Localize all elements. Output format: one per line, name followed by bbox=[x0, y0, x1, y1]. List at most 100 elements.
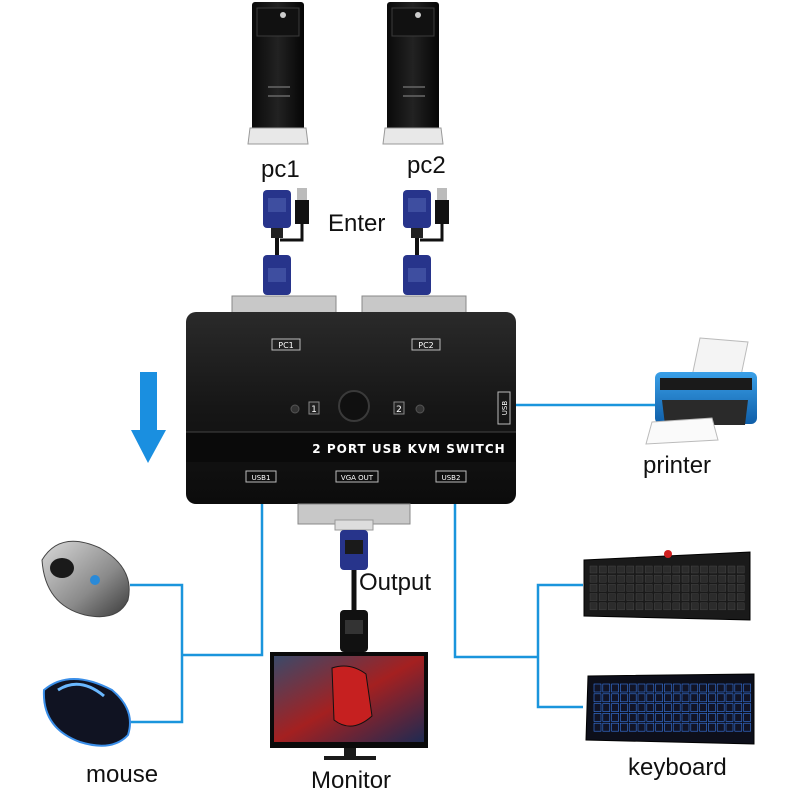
mouse-branch-line bbox=[130, 583, 184, 724]
keyboard-key bbox=[727, 565, 736, 574]
label-output: Output bbox=[359, 569, 432, 596]
mouse-bus-line bbox=[182, 500, 264, 657]
keyboard-key bbox=[617, 574, 625, 583]
led-2 bbox=[415, 404, 425, 414]
keyboard-key bbox=[690, 722, 699, 732]
monitor-icon bbox=[270, 652, 428, 760]
keyboard-key bbox=[655, 683, 663, 693]
keyboard-key bbox=[663, 602, 671, 611]
label-mouse: mouse bbox=[86, 761, 159, 788]
keyboard-key bbox=[644, 574, 653, 583]
keyboard-icon bbox=[583, 550, 751, 621]
keyboard-key bbox=[690, 703, 699, 712]
keyboard-key bbox=[608, 584, 616, 592]
keyboard-key bbox=[716, 703, 725, 712]
keyboard-key bbox=[628, 683, 637, 693]
keyboard-key bbox=[611, 722, 619, 732]
keyboard-key bbox=[727, 593, 736, 601]
keyboard-key bbox=[681, 693, 690, 703]
keyboard-key bbox=[681, 683, 690, 693]
keyboard-key bbox=[611, 703, 619, 712]
keyboard-key bbox=[736, 565, 745, 574]
usb-connector-icon bbox=[420, 188, 449, 242]
keyboard-key bbox=[708, 703, 716, 712]
keyboard-key bbox=[663, 565, 671, 574]
keyboard-key bbox=[743, 713, 751, 722]
keyboard-key bbox=[635, 584, 644, 592]
keyboard-key bbox=[598, 565, 607, 574]
keyboard-key bbox=[663, 584, 671, 592]
keyboard-key bbox=[734, 703, 743, 712]
keyboard-key bbox=[727, 602, 736, 611]
keyboard-key bbox=[602, 683, 611, 693]
keyboard-key bbox=[628, 722, 637, 732]
keyboard-key bbox=[617, 593, 625, 601]
keyboard-key bbox=[672, 593, 681, 601]
keyboard-key bbox=[690, 713, 699, 722]
keyboard-key bbox=[734, 683, 743, 693]
keyboard-branch-line bbox=[536, 583, 583, 709]
keyboard-key bbox=[626, 602, 635, 611]
keyboard-key bbox=[725, 703, 734, 712]
pc1-tower bbox=[247, 2, 309, 145]
keyboard-key bbox=[699, 703, 707, 712]
keyboard-key bbox=[626, 584, 635, 592]
keyboard-key bbox=[637, 703, 646, 712]
keyboard-key bbox=[690, 574, 699, 583]
keyboard-key bbox=[672, 565, 681, 574]
keyboard-key bbox=[672, 722, 681, 732]
mouse-icon bbox=[41, 540, 130, 618]
keyboard-key bbox=[718, 584, 727, 592]
keyboard-key bbox=[716, 722, 725, 732]
keyboard-key bbox=[655, 703, 663, 712]
keyboard-key bbox=[681, 593, 690, 601]
keyboard-key bbox=[725, 693, 734, 703]
pc2-cable bbox=[403, 188, 449, 295]
keyboard-key bbox=[727, 574, 736, 583]
keyboard-key bbox=[637, 722, 646, 732]
keyboard-key bbox=[681, 703, 690, 712]
keyboard-key bbox=[635, 602, 644, 611]
keyboard-key bbox=[699, 693, 707, 703]
keyboard-key bbox=[690, 683, 699, 693]
keyboard-key bbox=[743, 703, 751, 712]
keyboard-key bbox=[620, 683, 628, 693]
keyboard-key bbox=[611, 693, 619, 703]
keyboard-key bbox=[654, 593, 662, 601]
keyboard-key bbox=[654, 565, 662, 574]
keyboard-key bbox=[589, 593, 598, 601]
mouse-icon bbox=[42, 678, 131, 747]
keyboard-icon bbox=[585, 673, 755, 745]
keyboard-key bbox=[593, 683, 602, 693]
keyboard-key bbox=[700, 565, 708, 574]
keyboard-key bbox=[690, 565, 699, 574]
keyboard-key bbox=[690, 693, 699, 703]
keyboard-key bbox=[699, 713, 707, 722]
keyboard-key bbox=[664, 683, 672, 693]
keyboard-key bbox=[628, 713, 637, 722]
keyboard-key bbox=[718, 593, 727, 601]
keyboard-key bbox=[608, 602, 616, 611]
keyboard-key bbox=[637, 713, 646, 722]
keyboard-key bbox=[608, 574, 616, 583]
switch-button[interactable] bbox=[338, 390, 370, 422]
keyboard-key bbox=[598, 574, 607, 583]
vga-connector-icon bbox=[403, 190, 431, 238]
keyboard-key bbox=[637, 683, 646, 693]
keyboard-key bbox=[664, 713, 672, 722]
printer-icon bbox=[645, 337, 757, 445]
keyboard-key bbox=[654, 574, 662, 583]
keyboard-key bbox=[620, 703, 628, 712]
keyboard-key bbox=[593, 693, 602, 703]
keyboard-key bbox=[709, 565, 717, 574]
keyboard-key bbox=[608, 593, 616, 601]
keyboard-key bbox=[626, 574, 635, 583]
keyboard-key bbox=[725, 713, 734, 722]
keyboard-key bbox=[644, 602, 653, 611]
keyboard-key bbox=[700, 602, 708, 611]
keyboard-key bbox=[718, 602, 727, 611]
keyboard-key bbox=[681, 713, 690, 722]
keyboard-key bbox=[736, 602, 745, 611]
keyboard-key bbox=[598, 602, 607, 611]
usb-connector-icon bbox=[280, 188, 309, 242]
